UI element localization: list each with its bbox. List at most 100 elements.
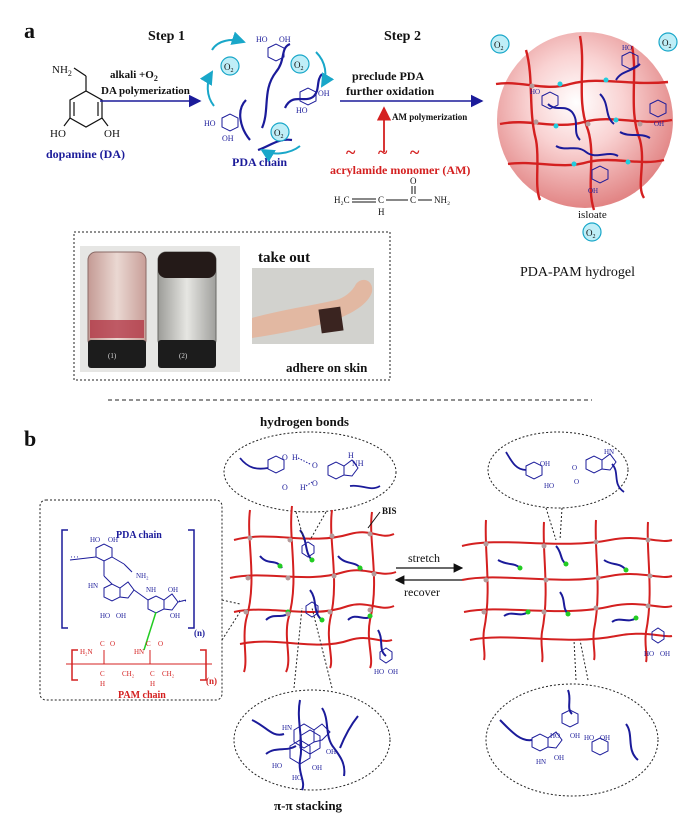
- svg-text:O2: O2: [294, 60, 304, 72]
- svg-text:HN: HN: [604, 448, 614, 456]
- svg-text:HN: HN: [88, 582, 98, 590]
- svg-text:CH₂: CH₂: [122, 670, 135, 678]
- svg-text:NH: NH: [146, 586, 156, 594]
- am-structure: H₂C C H C O NH₂: [334, 176, 450, 217]
- panel-a: a Step 1 Step 2 NH2 HO OH dopamine (DA) …: [24, 18, 678, 381]
- svg-text:HO: HO: [90, 536, 100, 544]
- svg-text:OH: OH: [108, 536, 118, 544]
- panel-label-a: a: [24, 18, 35, 43]
- oxidation-cycle-arrows: [199, 31, 335, 163]
- bis-pointer: [367, 511, 381, 529]
- stretch-label: stretch: [408, 551, 440, 565]
- svg-text:HO: HO: [584, 734, 594, 742]
- separated-rings-detail: HO OH OH HO OH HN: [485, 683, 659, 797]
- svg-text:C: C: [146, 640, 151, 648]
- svg-text:H: H: [292, 453, 298, 462]
- svg-text:C: C: [150, 670, 155, 678]
- svg-text:OH: OH: [600, 734, 610, 742]
- hbond-link: [143, 611, 157, 651]
- svg-text:HO: HO: [544, 482, 554, 490]
- o2-bubble: O2: [270, 122, 290, 142]
- dopamine-molecule: [63, 67, 109, 128]
- svg-text:···: ···: [178, 596, 187, 606]
- vial-2-label: (2): [179, 352, 188, 360]
- svg-text:OH: OH: [554, 754, 564, 762]
- o2-bubble: O2: [658, 32, 678, 52]
- panel-b: b hydrogen bonds O H O H O O H NH: [24, 414, 673, 813]
- svg-text:O: O: [574, 478, 579, 486]
- svg-text:O2: O2: [494, 40, 504, 52]
- svg-text:PAM chain: PAM chain: [118, 690, 166, 701]
- svg-text:O: O: [410, 176, 417, 186]
- svg-text:OH: OH: [312, 764, 322, 772]
- step2-arrow-line2: further oxidation: [346, 84, 434, 98]
- hydrogel-ho: HO: [530, 88, 540, 96]
- svg-text:H: H: [100, 680, 105, 688]
- step1-arrow-line1: alkali +O2: [110, 69, 158, 83]
- svg-text:HN: HN: [134, 648, 144, 656]
- svg-text:HO: HO: [644, 650, 654, 658]
- hydrogel-sphere: HO HO OH OH: [495, 32, 673, 211]
- bis-label: BIS: [382, 506, 397, 516]
- svg-text:H₂C: H₂C: [334, 195, 350, 205]
- panel-label-b: b: [24, 426, 36, 451]
- svg-text:OH: OH: [170, 612, 180, 620]
- svg-text:C: C: [410, 195, 416, 205]
- svg-text:CH₂: CH₂: [162, 670, 175, 678]
- o2-bubble: O2: [290, 54, 310, 74]
- svg-text:O: O: [110, 640, 115, 648]
- am-label: acrylamide monomer (AM): [330, 163, 470, 177]
- svg-text:H: H: [378, 207, 385, 217]
- dopamine-label: dopamine (DA): [46, 147, 125, 161]
- pda-ho-3: HO: [204, 119, 216, 128]
- svg-text:HO: HO: [272, 762, 282, 770]
- pda-ho-2: HO: [296, 106, 308, 115]
- svg-text:NH: NH: [352, 459, 364, 468]
- svg-text:OH: OH: [660, 650, 670, 658]
- svg-text:O2: O2: [274, 128, 284, 140]
- svg-text:(n): (n): [194, 628, 205, 638]
- recover-label: recover: [404, 585, 440, 599]
- o2-bubble: O2: [490, 34, 510, 54]
- svg-text:OH: OH: [326, 748, 336, 756]
- svg-text:HO: HO: [550, 732, 560, 740]
- svg-text:C: C: [100, 670, 105, 678]
- hydrogel-ho: HO: [622, 44, 632, 52]
- svg-text:PDA chain: PDA chain: [116, 530, 162, 541]
- skin-photo: [252, 268, 374, 344]
- network-relaxed: HO OH: [229, 505, 398, 676]
- svg-text:HO: HO: [100, 612, 110, 620]
- dopamine-ho: HO: [50, 128, 66, 140]
- svg-text:NH₂: NH₂: [136, 572, 149, 580]
- svg-text:HN: HN: [282, 724, 292, 732]
- svg-text:O2: O2: [586, 228, 596, 240]
- pda-chain-structure: PDA chain (n) HO OH NH₂: [61, 529, 205, 638]
- pi-pi-stacking-label: π-π stacking: [274, 798, 343, 813]
- svg-text:NH₂: NH₂: [434, 195, 450, 205]
- adhere-label: adhere on skin: [286, 360, 368, 375]
- stretched-hbond-detail: HO OH O O HN: [487, 431, 629, 509]
- svg-text:O: O: [282, 483, 288, 492]
- svg-text:H: H: [348, 451, 354, 460]
- pda-chain-label: PDA chain: [232, 155, 287, 169]
- pda-ho-1: HO: [256, 35, 268, 44]
- svg-text:OH: OH: [116, 612, 126, 620]
- svg-text:C: C: [100, 640, 105, 648]
- pam-chain-structure: (n) H₂N C O C O HN CH₂ CH₂ C C H H PAM c…: [66, 640, 217, 701]
- svg-text:OH: OH: [570, 732, 580, 740]
- network-stretched: HO OH: [461, 519, 673, 663]
- pda-oh-2: OH: [318, 89, 330, 98]
- svg-text:O2: O2: [662, 38, 672, 50]
- svg-text:OH: OH: [168, 586, 178, 594]
- isolate-label: isloate: [578, 209, 607, 221]
- svg-text:O: O: [312, 461, 318, 470]
- svg-text:OH: OH: [540, 460, 550, 468]
- svg-text:HO: HO: [292, 774, 302, 782]
- pda-rings: [221, 43, 317, 132]
- hydrogel-oh: OH: [588, 187, 598, 195]
- vial-1-label: (1): [108, 352, 117, 360]
- dopamine-oh: OH: [104, 128, 120, 140]
- am-polymerization-label: AM polymerization: [392, 112, 467, 122]
- pda-oh-1: OH: [279, 35, 291, 44]
